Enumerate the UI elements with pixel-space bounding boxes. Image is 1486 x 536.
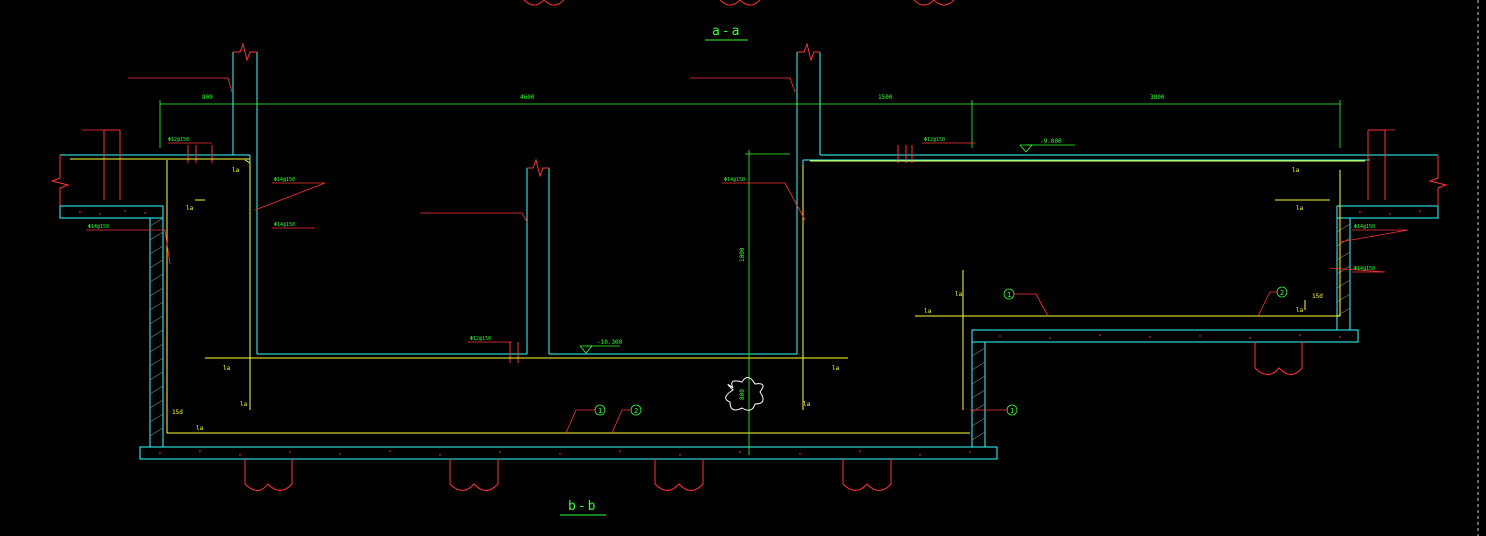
la-labels: la la la la la la la la la la la la 15d … [172,167,1323,432]
marker-leaders [565,291,1277,434]
label-left-top: Φ12@150 [168,137,189,143]
label-left-side: Φ14@150 [88,224,109,230]
svg-text:la: la [1292,167,1300,174]
label-left-wall-2: Φ14@150 [274,222,295,228]
label-right-side: Φ14@150 [1354,224,1375,230]
wall-hatching [149,217,1351,441]
elevation-top-right: -9.000 [1019,138,1075,153]
marker-circles [594,286,1288,416]
svg-text:la: la [1296,205,1304,212]
svg-text:la: la [924,308,932,315]
dim-4600: 4600 [520,94,535,101]
section-title-bb: b-b [568,499,597,514]
svg-text:la: la [232,167,240,174]
leaders [82,77,1409,343]
rebar-yellow [70,158,1365,434]
svg-text:15d: 15d [1312,293,1323,300]
label-middle-bottom: Φ12@150 [470,336,491,342]
svg-text:800: 800 [739,389,746,400]
svg-text:la: la [223,365,231,372]
svg-text:la: la [196,425,204,432]
svg-text:la: la [803,401,811,408]
break-marks [50,42,1448,206]
svg-text:la: la [240,401,248,408]
svg-text:-10.300: -10.300 [597,339,623,346]
piles [244,342,1303,491]
label-left-wall-1: Φ14@150 [274,177,295,183]
pile-marker: 800 [725,377,764,411]
dim-3800: 3800 [1150,94,1165,101]
marker-1a: 1 [1007,291,1011,299]
elevation-bottom-middle: -10.300 [579,339,623,354]
dim-800: 800 [202,94,213,101]
svg-text:la: la [832,365,840,372]
slab-speckle [79,210,1421,456]
label-right-top: Φ12@150 [924,137,945,143]
dim-1500: 1500 [878,94,893,101]
svg-text:la: la [186,205,194,212]
svg-text:-9.000: -9.000 [1040,138,1062,145]
svg-text:15d: 15d [172,409,183,416]
svg-text:la: la [955,291,963,298]
marker-2a: 2 [1280,289,1284,297]
label-mid-wall: Φ14@150 [724,177,745,183]
dim-vertical-1000: 1000 [739,247,746,262]
rebar-red-lines [103,129,1386,363]
svg-text:la: la [1296,307,1304,314]
marker-1b: 1 [598,407,602,415]
dimension-lines [159,100,1341,455]
section-title-aa: a-a [712,24,741,39]
marker-2b: 2 [634,407,638,415]
marker-1c: 1 [1010,407,1014,415]
top-cut-piles [523,0,955,6]
label-right-side-2: Φ14@150 [1354,266,1375,272]
